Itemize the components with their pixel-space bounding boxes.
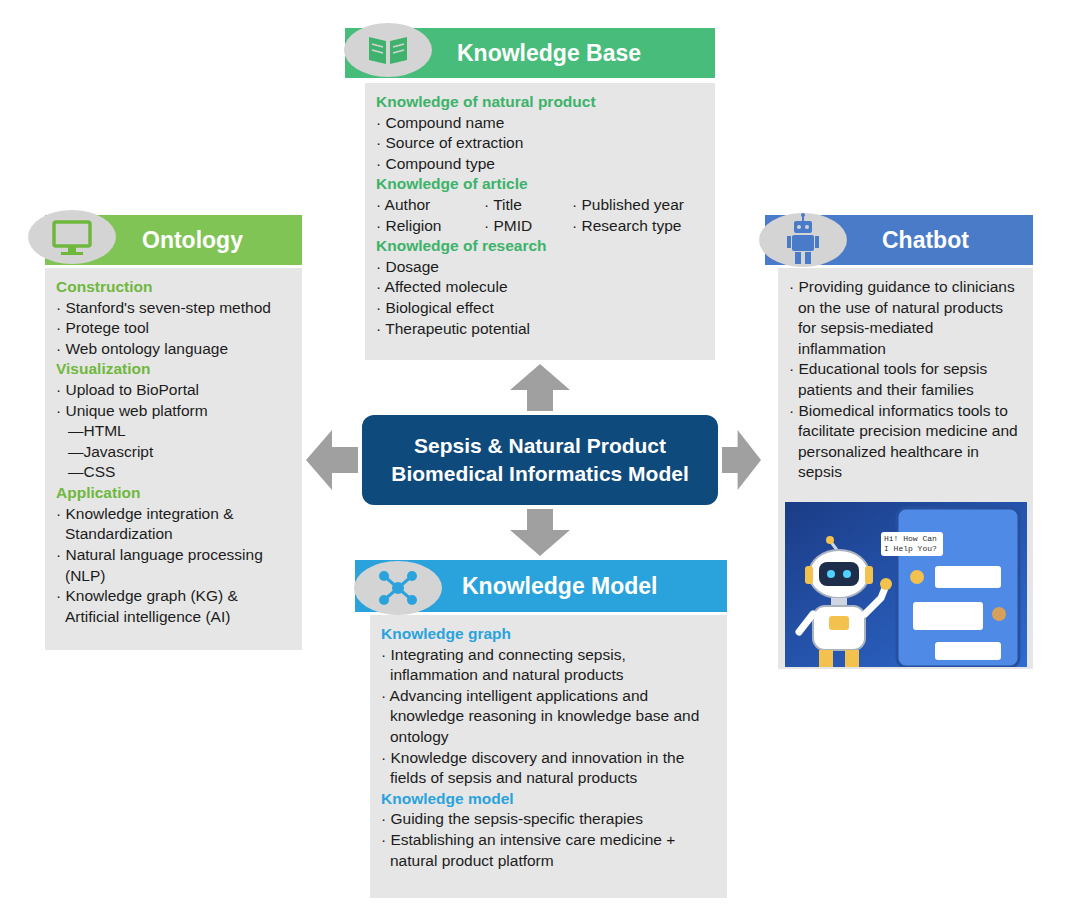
- section-heading: Knowledge of article: [376, 174, 705, 195]
- section-heading: Knowledge model: [381, 789, 717, 810]
- section-heading: Knowledge of natural product: [376, 92, 705, 113]
- bullet-item: · Educational tools for sepsis patients …: [789, 359, 1023, 400]
- bullet-item: · Protege tool: [56, 318, 292, 339]
- bullet-item: · Guiding the sepsis-specific therapies: [381, 809, 717, 830]
- bullet-item: · Advancing intelligent applications and…: [381, 686, 717, 748]
- section-heading: Application: [56, 483, 292, 504]
- bullet-item: · Biomedical informatics tools to facili…: [789, 401, 1023, 483]
- sub-item: —CSS: [56, 462, 292, 483]
- central-model-box: Sepsis & Natural Product Biomedical Info…: [362, 415, 718, 505]
- knowledge-base-panel: Knowledge BaseKnowledge of natural produ…: [345, 28, 715, 360]
- model-title: Sepsis & Natural Product Biomedical Info…: [376, 432, 704, 489]
- speech-bubble-text: Hi! How Can I Help You?: [881, 532, 943, 556]
- section-heading: Visualization: [56, 359, 292, 380]
- bullet-item: · Affected molecule: [376, 277, 705, 298]
- panel-content: · Providing guidance to clinicians on th…: [778, 268, 1033, 491]
- bullet-item: · Upload to BioPortal: [56, 380, 292, 401]
- bullet-item: · Author: [376, 195, 484, 216]
- panel-title: Knowledge Base: [457, 28, 715, 78]
- panel-content: Knowledge graph· Integrating and connect…: [370, 615, 727, 879]
- sub-item: —HTML: [56, 421, 292, 442]
- panel-body: Knowledge of natural product· Compound n…: [365, 83, 715, 360]
- chatbot-panel: Chatbot · Providing guidance to clinician…: [765, 215, 1033, 669]
- ontology-panel: OntologyConstruction· Stanford's seven-s…: [45, 215, 302, 650]
- section-heading: Construction: [56, 277, 292, 298]
- bullet-item: · Knowledge graph (KG) & Artificial inte…: [56, 586, 292, 627]
- panel-content: Knowledge of natural product· Compound n…: [365, 83, 715, 347]
- block-arrow: [722, 430, 761, 490]
- panel-body: · Providing guidance to clinicians on th…: [778, 268, 1033, 669]
- bullet-item: · Knowledge integration & Standardizatio…: [56, 504, 292, 545]
- bullet-item: · Providing guidance to clinicians on th…: [789, 277, 1023, 359]
- bullet-item: · Therapeutic potential: [376, 319, 705, 340]
- knowledge-model-panel: Knowledge ModelKnowledge graph· Integrat…: [355, 560, 727, 898]
- sub-item: —Javascript: [56, 442, 292, 463]
- section-heading: Knowledge of research: [376, 236, 705, 257]
- bullet-item: · Biological effect: [376, 298, 705, 319]
- bullet-item: · PMID: [484, 216, 572, 237]
- panel-title: Knowledge Model: [462, 560, 727, 612]
- bullet-item: · Unique web platform: [56, 401, 292, 422]
- panel-title: Ontology: [142, 215, 302, 265]
- panel-icon: [757, 210, 849, 270]
- bullet-item: · Dosage: [376, 257, 705, 278]
- block-arrow: [510, 509, 570, 556]
- panel-icon: [342, 20, 434, 80]
- block-arrow: [510, 364, 570, 411]
- bullet-item: · Establishing an intensive care medicin…: [381, 830, 717, 871]
- bullet-item: · Compound type: [376, 154, 705, 175]
- panel-body: Construction· Stanford's seven-step meth…: [45, 268, 302, 650]
- section-heading: Knowledge graph: [381, 624, 717, 645]
- panel-content: Construction· Stanford's seven-step meth…: [45, 268, 302, 635]
- bullet-item: · Natural language processing (NLP): [56, 545, 292, 586]
- bullet-item: · Integrating and connecting sepsis, inf…: [381, 645, 717, 686]
- bullet-item: · Stanford's seven-step method: [56, 298, 292, 319]
- bullet-item: · Knowledge discovery and innovation in …: [381, 748, 717, 789]
- bullet-item: · Religion: [376, 216, 484, 237]
- panel-body: Knowledge graph· Integrating and connect…: [370, 615, 727, 898]
- panel-icon: [26, 207, 118, 267]
- robot-picture: [785, 502, 1027, 667]
- bullet-item: · Compound name: [376, 113, 705, 134]
- bullet-item: · Research type: [572, 216, 705, 237]
- chatbot-illustration: Hi! How Can I Help You?: [785, 502, 1027, 667]
- item-grid: · Author· Title· Published year · Religio…: [376, 195, 705, 236]
- bullet-item: · Web ontology language: [56, 339, 292, 360]
- bullet-item: · Title: [484, 195, 572, 216]
- panel-icon: [352, 558, 444, 618]
- bullet-item: · Published year: [572, 195, 705, 216]
- block-arrow: [306, 430, 358, 490]
- panel-title: Chatbot: [882, 215, 1033, 265]
- bullet-item: · Source of extraction: [376, 133, 705, 154]
